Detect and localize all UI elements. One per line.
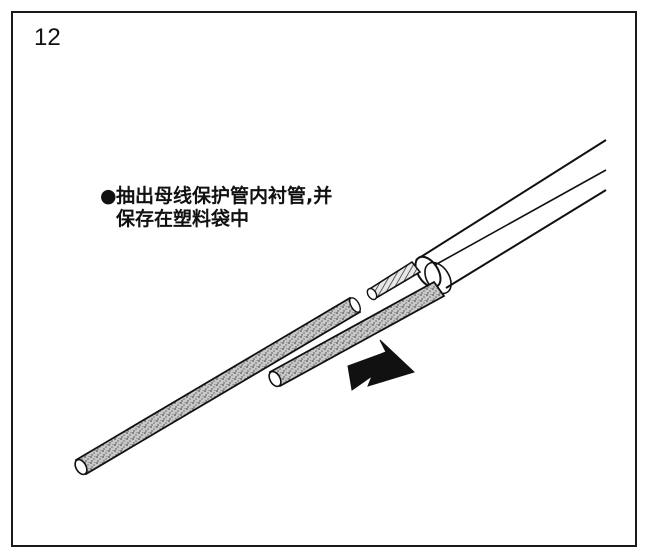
instruction-caption: ●抽出母线保护管内衬管,并 保存在塑料袋中 bbox=[100, 185, 332, 231]
pull-direction-arrow bbox=[347, 339, 415, 391]
caption-line-2: 保存在塑料袋中 bbox=[116, 208, 250, 230]
caption-line-1-text: 抽出母线保护管内衬管,并 bbox=[116, 185, 333, 207]
caption-line-1: ●抽出母线保护管内衬管,并 bbox=[100, 185, 332, 208]
bullet-icon: ● bbox=[100, 185, 117, 207]
spare-liner-tube bbox=[74, 296, 362, 476]
inner-liner-tube bbox=[268, 280, 446, 388]
protective-tube bbox=[414, 139, 607, 295]
bus-bar-wire bbox=[366, 260, 422, 301]
step-number: 12 bbox=[34, 24, 61, 51]
